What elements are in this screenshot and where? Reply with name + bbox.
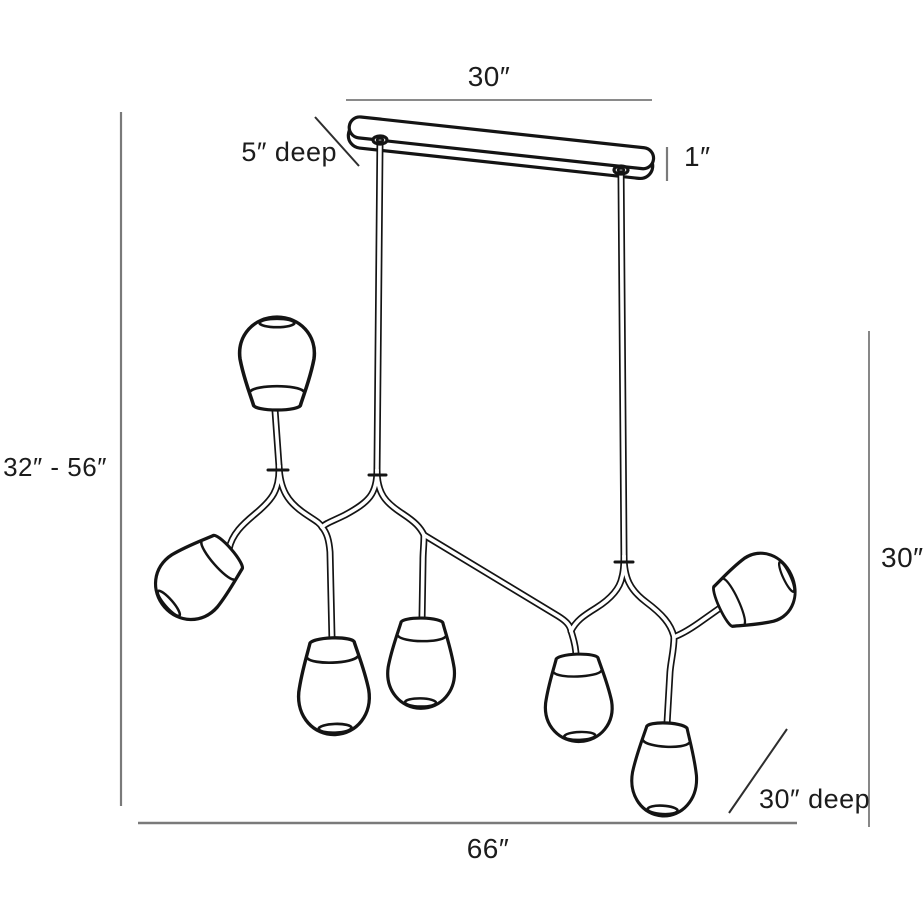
dimension-annotations: 30″ 5″ deep 1″ 32″ - 56″ 30″ 66″ 30″ dee… xyxy=(3,61,923,864)
fixture-depth-label: 30″ deep xyxy=(759,784,870,814)
shade-bottom-1 xyxy=(294,634,373,738)
arm-joint2-right xyxy=(620,552,678,641)
canopy-depth-leader-line xyxy=(314,116,360,167)
fixture-height-label: 30″ xyxy=(881,542,924,573)
fixture-width-label: 66″ xyxy=(467,833,510,864)
canopy-width-label: 30″ xyxy=(468,61,511,92)
fixture-depth-leader-line xyxy=(728,728,788,814)
canopy-depth-label: 5″ deep xyxy=(241,137,337,167)
shade-tilted-left xyxy=(139,521,256,636)
shade-side-right xyxy=(703,541,808,642)
canopy xyxy=(346,115,656,181)
chandelier-drawing xyxy=(139,115,808,820)
branch-skeleton xyxy=(225,138,724,728)
shade-bottom-2 xyxy=(385,615,458,711)
shade-bottom-3 xyxy=(541,651,615,745)
overall-height-range-label: 32″ - 56″ xyxy=(3,452,107,482)
canopy-grommets xyxy=(371,134,630,176)
shade-upper-left xyxy=(237,315,317,412)
arm-to-tilted-shade xyxy=(225,462,283,553)
shade-bottom-4 xyxy=(628,719,702,820)
canopy-height-label: 1″ xyxy=(684,141,710,172)
